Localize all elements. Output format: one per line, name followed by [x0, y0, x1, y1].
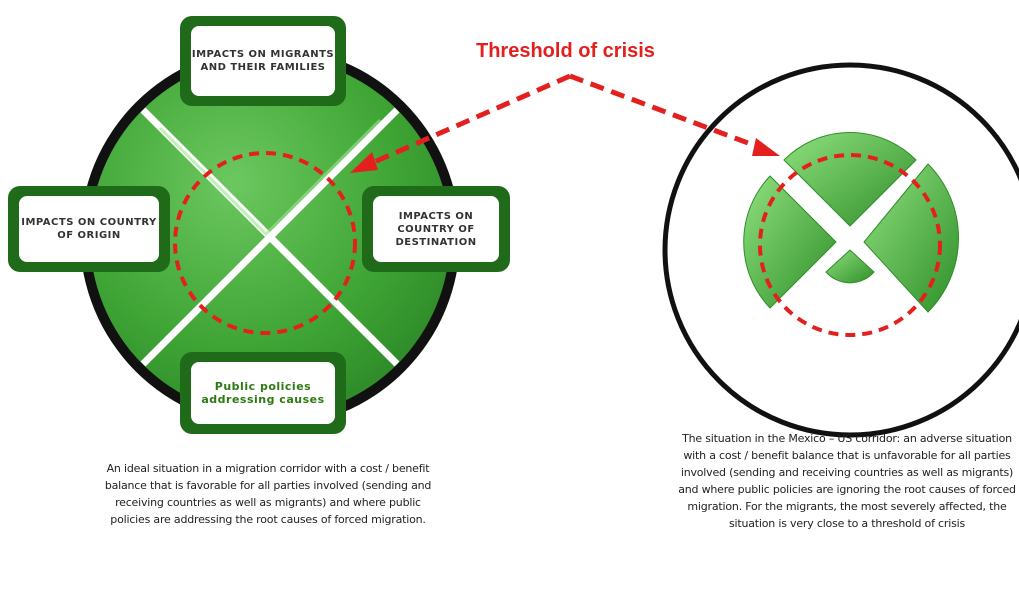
box-bottom-label: Public policies addressing causes	[201, 380, 325, 406]
threshold-label: Threshold of crisis	[476, 40, 655, 62]
box-bottom-inner	[191, 362, 335, 424]
box-left-inner	[19, 196, 159, 262]
ideal-threshold-circle	[173, 151, 357, 335]
segment-left	[743, 175, 837, 309]
box-left-label: IMPACTS ON COUNTRY OF ORIGIN	[21, 217, 157, 241]
box-right-label: IMPACTS ON COUNTRY OF DESTINATION	[395, 210, 477, 248]
mexico-us-caption: The situation in the Mexico – US corrido…	[678, 432, 1016, 530]
arrowhead-left	[350, 152, 378, 173]
box-top-inner	[191, 26, 335, 96]
ideal-divider-line-2	[140, 107, 400, 367]
segment-right	[863, 163, 960, 313]
mexico-us-diagram	[662, 62, 1019, 438]
ideal-caption: An ideal situation in a migration corrid…	[104, 462, 432, 526]
segment-top	[783, 132, 917, 227]
ideal-bevel-highlight	[158, 118, 382, 237]
arrow-to-ideal	[354, 73, 572, 173]
threshold-arrows	[350, 73, 780, 173]
segment-bottom	[825, 249, 875, 284]
arrow-to-mexico	[569, 73, 773, 155]
mexico-outer-circle	[662, 62, 1019, 438]
box-top-label: IMPACTS ON MIGRANTS AND THEIR FAMILIES	[191, 49, 335, 73]
ideal-situation-diagram	[80, 47, 460, 427]
mexico-threshold-circle	[758, 153, 942, 337]
box-right-inner	[373, 196, 499, 262]
impact-boxes	[8, 16, 510, 434]
arrowhead-right	[752, 138, 780, 156]
